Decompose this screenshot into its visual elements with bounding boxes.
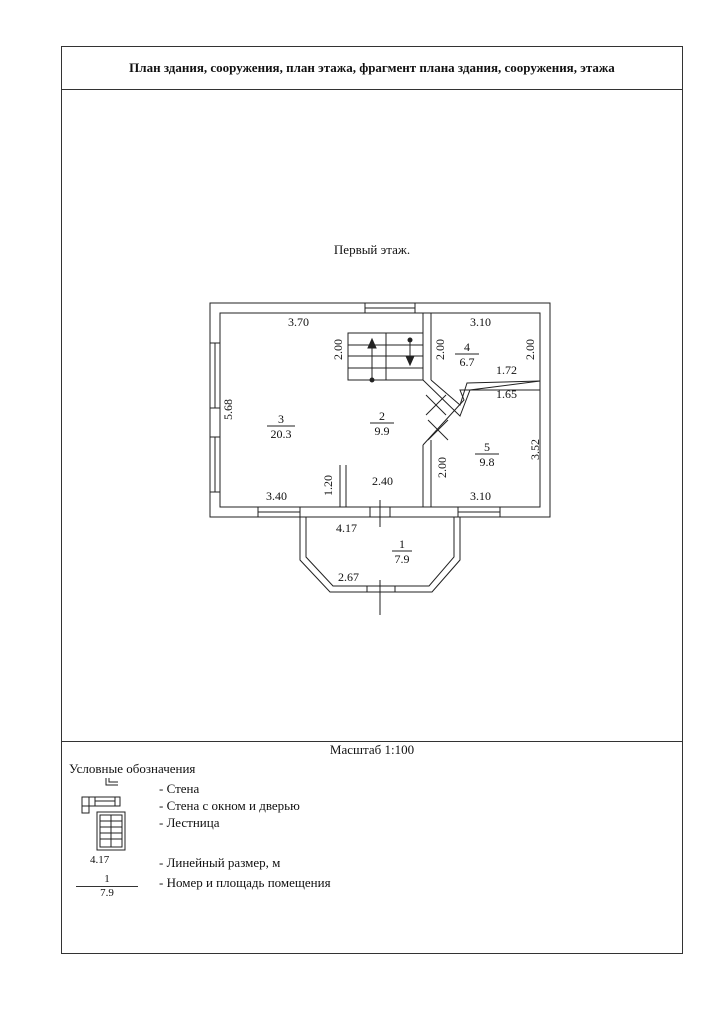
legend-title: Условные обозначения bbox=[69, 761, 196, 776]
door-mark bbox=[427, 419, 449, 441]
legend-room-sample: 1 7.9 bbox=[76, 873, 138, 899]
dim-310-a: 3.10 bbox=[470, 315, 491, 329]
room-3-area: 20.3 bbox=[271, 427, 292, 441]
dim-200-b: 2.00 bbox=[433, 339, 447, 360]
legend-room-sample-number: 1 bbox=[76, 873, 138, 887]
room-2-area: 9.9 bbox=[375, 424, 390, 438]
dim-370: 3.70 bbox=[288, 315, 309, 329]
document-title: План здания, сооружения, план этажа, фра… bbox=[62, 47, 682, 90]
dim-568: 5.68 bbox=[221, 399, 235, 420]
porch-inner bbox=[305, 517, 455, 587]
room-2-number: 2 bbox=[379, 409, 385, 423]
dim-172: 1.72 bbox=[496, 363, 517, 377]
room-label-3: 3 20.3 bbox=[267, 412, 295, 441]
stair-arrow-down-head bbox=[405, 355, 415, 367]
porch-door bbox=[366, 585, 396, 593]
room-4-area: 6.7 bbox=[460, 355, 475, 369]
legend-dimension-sample: 4.17 bbox=[90, 854, 110, 866]
legend-dimension-label: - Линейный размер, м bbox=[159, 855, 281, 870]
room-5-number: 5 bbox=[484, 440, 490, 454]
room-1-number: 1 bbox=[399, 537, 405, 551]
document-frame: План здания, сооружения, план этажа, фра… bbox=[61, 46, 683, 954]
dim-120: 1.20 bbox=[321, 475, 335, 496]
dim-165: 1.65 bbox=[496, 387, 517, 401]
legend-room-label: - Номер и площадь помещения bbox=[159, 875, 331, 890]
legend-divider bbox=[62, 741, 682, 742]
room-4-number: 4 bbox=[464, 340, 470, 354]
interior-wall bbox=[422, 379, 541, 417]
interior-wall bbox=[430, 379, 541, 406]
legend-wall-window-label: - Стена с окном и дверью bbox=[159, 798, 300, 813]
dim-352: 3.52 bbox=[528, 439, 542, 460]
legend-wall-label: - Стена bbox=[159, 781, 200, 796]
floor-label: Первый этаж. bbox=[333, 242, 411, 257]
stair-dot bbox=[407, 337, 413, 343]
dim-200-d: 2.00 bbox=[435, 457, 449, 478]
legend-stairs-label: - Лестница bbox=[159, 815, 220, 830]
dim-267: 2.67 bbox=[338, 570, 359, 584]
dim-240: 2.40 bbox=[372, 474, 393, 488]
legend-stairs-icon bbox=[96, 811, 126, 851]
dim-310-b: 3.10 bbox=[470, 489, 491, 503]
legend-room-sample-area: 7.9 bbox=[100, 887, 114, 899]
room-label-4: 4 6.7 bbox=[455, 340, 479, 369]
dim-200-a: 2.00 bbox=[331, 339, 345, 360]
room-5-area: 9.8 bbox=[480, 455, 495, 469]
dim-340: 3.40 bbox=[266, 489, 287, 503]
door-mark bbox=[425, 394, 447, 416]
stair-dot bbox=[369, 377, 375, 383]
room-label-2: 2 9.9 bbox=[370, 409, 394, 438]
dim-417: 4.17 bbox=[336, 521, 357, 535]
dim-200-c: 2.00 bbox=[523, 339, 537, 360]
room-label-5: 5 9.8 bbox=[475, 440, 499, 469]
interior-wall bbox=[422, 389, 540, 446]
room-3-number: 3 bbox=[278, 412, 284, 426]
stair-arrow-up-head bbox=[367, 337, 377, 349]
legend-wall-icon bbox=[105, 778, 118, 786]
room-1-area: 7.9 bbox=[395, 552, 410, 566]
scale-label: Масштаб 1:100 bbox=[329, 742, 415, 757]
room-label-1: 1 7.9 bbox=[392, 537, 412, 566]
legend-wall-window-icon bbox=[81, 796, 121, 814]
